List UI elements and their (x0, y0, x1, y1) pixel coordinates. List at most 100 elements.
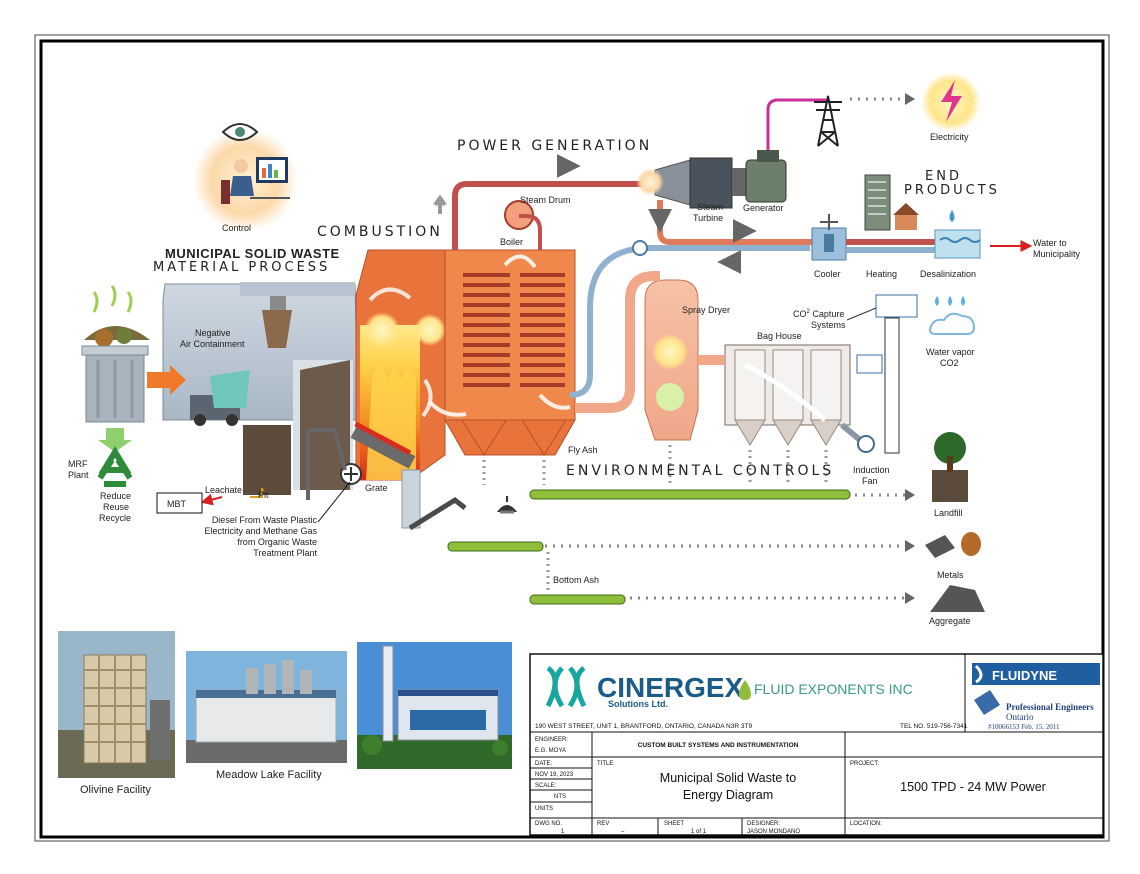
diesel-leader (317, 481, 351, 523)
cooler (811, 214, 847, 261)
bottom-ash-conveyor (447, 541, 544, 552)
olivine-facility-photo (58, 631, 175, 778)
heating-building (864, 174, 919, 231)
metals-arrow (905, 540, 915, 552)
material-process-building (162, 282, 359, 495)
duct-baghouse-fan (840, 422, 862, 443)
co2-leader (846, 307, 877, 321)
steam-turbine-label-2: Turbine (693, 213, 723, 223)
diesel-label-2: Electricity and Methane Gas (204, 526, 317, 536)
aggregate-conveyor (529, 594, 626, 605)
meadow-lake-caption: Meadow Lake Facility (216, 769, 322, 781)
eye-icon (221, 123, 259, 141)
duct-boiler-spray (575, 271, 660, 413)
mbt-label: MBT (167, 499, 187, 509)
water-vapor-icon (928, 296, 976, 335)
metals-label: Metals (937, 570, 964, 580)
location-label: LOCATION: (850, 821, 882, 827)
municipality-label: Municipality (1033, 249, 1081, 259)
co2-capture-box-2 (856, 354, 883, 374)
combustion-heading: COMBUSTION (317, 224, 443, 240)
heating-label: Heating (866, 269, 897, 279)
spray-dryer (644, 279, 699, 441)
project-label: PROJECT: (850, 761, 879, 767)
scale-value: NTS (554, 794, 566, 800)
units-label: UNITS (535, 806, 553, 812)
cinergex-name: CINERGEX (597, 672, 744, 703)
fluid-exponents-logo (739, 680, 751, 700)
drawing-title-1: Municipal Solid Waste to (660, 771, 796, 785)
incline-conveyor (408, 496, 467, 531)
recycle-label: Recycle (99, 513, 131, 523)
msw-heading: MUNICIPAL SOLID WASTE (165, 246, 340, 261)
bag-house-label: Bag House (757, 331, 802, 341)
steam-pipe-return (519, 214, 542, 250)
fly-ash-conveyor (529, 489, 851, 500)
grate-pipe (306, 428, 347, 500)
steam-pipe (452, 181, 660, 250)
diesel-label-4: Treatment Plant (253, 548, 317, 558)
facility-photo-3 (357, 642, 512, 769)
desalinization-tank (934, 210, 981, 259)
diesel-label-1: Diesel From Waste Plastic (212, 515, 318, 525)
fluid-exponents-name: FLUID EXPONENTS INC (754, 681, 913, 697)
boiler (428, 249, 576, 456)
electricity-arrow (905, 93, 915, 105)
lightning-icon (941, 80, 962, 122)
steam-drum-label: Steam Drum (520, 195, 571, 205)
mbt-box (156, 492, 203, 514)
induction-fan-icon (857, 435, 875, 453)
co2-capture-label-1: CO2 Capture (793, 309, 844, 319)
grate-label: Grate (365, 483, 388, 493)
cooler-label: Cooler (814, 269, 841, 279)
power-generation-heading: POWER GENERATION (457, 138, 652, 154)
co2-label: CO2 (940, 358, 959, 368)
boiler-label: Boiler (500, 237, 523, 247)
cinergex-sub: Solutions Ltd. (608, 699, 668, 709)
aggregate-icon (930, 585, 985, 612)
negative-label: Negative (195, 328, 231, 338)
tel-text: TEL NO. 519-756-7341 (900, 723, 968, 730)
ash-chute (401, 469, 421, 529)
water-to-label: Water to (1033, 238, 1067, 248)
magnet-icon (497, 496, 517, 514)
landfill-icon (932, 432, 968, 502)
tower-icon (814, 95, 842, 147)
environmental-controls-heading: ENVIRONMENTAL CONTROLS (566, 463, 834, 479)
mrf-label: MRF (68, 459, 88, 469)
fly-ash-drops (482, 445, 828, 485)
dwg-value: 1 (561, 829, 565, 835)
generator-label: Generator (743, 203, 784, 213)
recycle-icon (97, 446, 133, 487)
desalinization-label: Desalinization (920, 269, 976, 279)
electricity-label: Electricity (930, 132, 969, 142)
transmission-line (766, 98, 826, 150)
title-label: TITLE (597, 761, 613, 767)
project-value: 1500 TPD - 24 MW Power (900, 780, 1046, 794)
bag-house (724, 344, 851, 446)
date-label: DATE: (535, 761, 553, 767)
designer-label: DESIGNER: (747, 821, 780, 827)
designer-value: JASON MONDANO (747, 829, 800, 835)
end-heading: END (925, 169, 962, 184)
steam-turbine (636, 157, 733, 209)
pe-text-2: Ontario (1006, 712, 1034, 722)
flow-arrow-up (433, 194, 447, 214)
induction-label: Induction (853, 465, 890, 475)
fluidyne-name: FLUIDYNE (992, 668, 1057, 683)
meadow-lake-facility-photo (186, 651, 347, 763)
co2-capture-label-2: Systems (811, 320, 846, 330)
air-containment-label: Air Containment (180, 339, 245, 349)
mbt-arrow (200, 493, 223, 506)
drawing-title-2: Energy Diagram (683, 788, 773, 802)
trash-can-icon (81, 285, 150, 423)
engineer-value: E.G. MOYA (535, 748, 566, 754)
water-pipe (569, 245, 810, 398)
cinergex-logo (545, 665, 587, 708)
leachate-label: Leachate (205, 485, 242, 495)
engineer-label: ENGINEER: (535, 737, 568, 743)
metals-icon (925, 532, 981, 558)
generator (732, 150, 787, 203)
products-heading: PRODUCTS (904, 183, 1000, 198)
